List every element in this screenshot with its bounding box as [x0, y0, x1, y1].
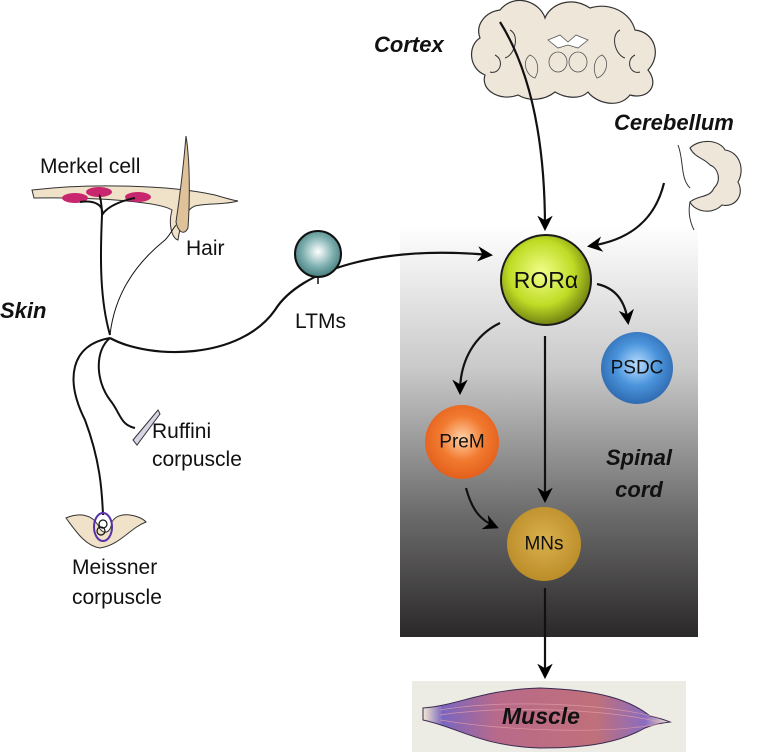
muscle-label: Muscle [502, 703, 580, 729]
spinal-cord-label-line2: cord [615, 477, 663, 502]
skin-illustration [31, 135, 494, 549]
merkel-cell-icon [62, 193, 88, 203]
node-mns: MNs [507, 507, 581, 581]
cortex-label: Cortex [374, 32, 444, 57]
ruffini-label: Ruffini corpuscle [152, 418, 242, 474]
ltm-soma-icon [294, 230, 342, 278]
meissner-label: Meissner corpuscle [72, 553, 162, 613]
node-prem-label: PreM [439, 432, 484, 453]
edge-rora-prem [452, 322, 501, 396]
node-prem: PreM [425, 405, 499, 479]
cortex-illustration [471, 0, 656, 104]
ltms-label: LTMs [295, 310, 346, 333]
node-psdc: PSDC [601, 332, 673, 404]
ruffini-label-line1: Ruffini [152, 420, 212, 443]
node-rora-label: RORα [514, 267, 578, 293]
node-rora: RORα [500, 234, 592, 326]
meissner-label-line1: Meissner [72, 556, 158, 579]
spinal-cord-label-line1: Spinal [606, 445, 673, 470]
skin-label: Skin [0, 298, 47, 323]
node-psdc-label: PSDC [611, 358, 664, 379]
cerebellum-illustration [677, 140, 742, 231]
meissner-label-line2: corpuscle [72, 586, 162, 609]
node-mns-label: MNs [524, 534, 563, 555]
edge-rora-psdc [596, 282, 634, 326]
merkel-cell-icon [86, 187, 112, 197]
muscle-illustration [422, 687, 672, 749]
edge-cortex-rora [499, 21, 553, 232]
hair-label: Hair [186, 237, 225, 260]
spinal-cord-label: Spinal cord [606, 442, 672, 506]
cerebellum-label: Cerebellum [614, 110, 734, 135]
ruffini-label-line2: corpuscle [152, 448, 242, 471]
edge-prem-mns [464, 487, 499, 530]
merkel-cell-label: Merkel cell [40, 155, 141, 178]
merkel-cell-icon [125, 192, 151, 202]
edge-cerebellum-rora [586, 182, 666, 252]
